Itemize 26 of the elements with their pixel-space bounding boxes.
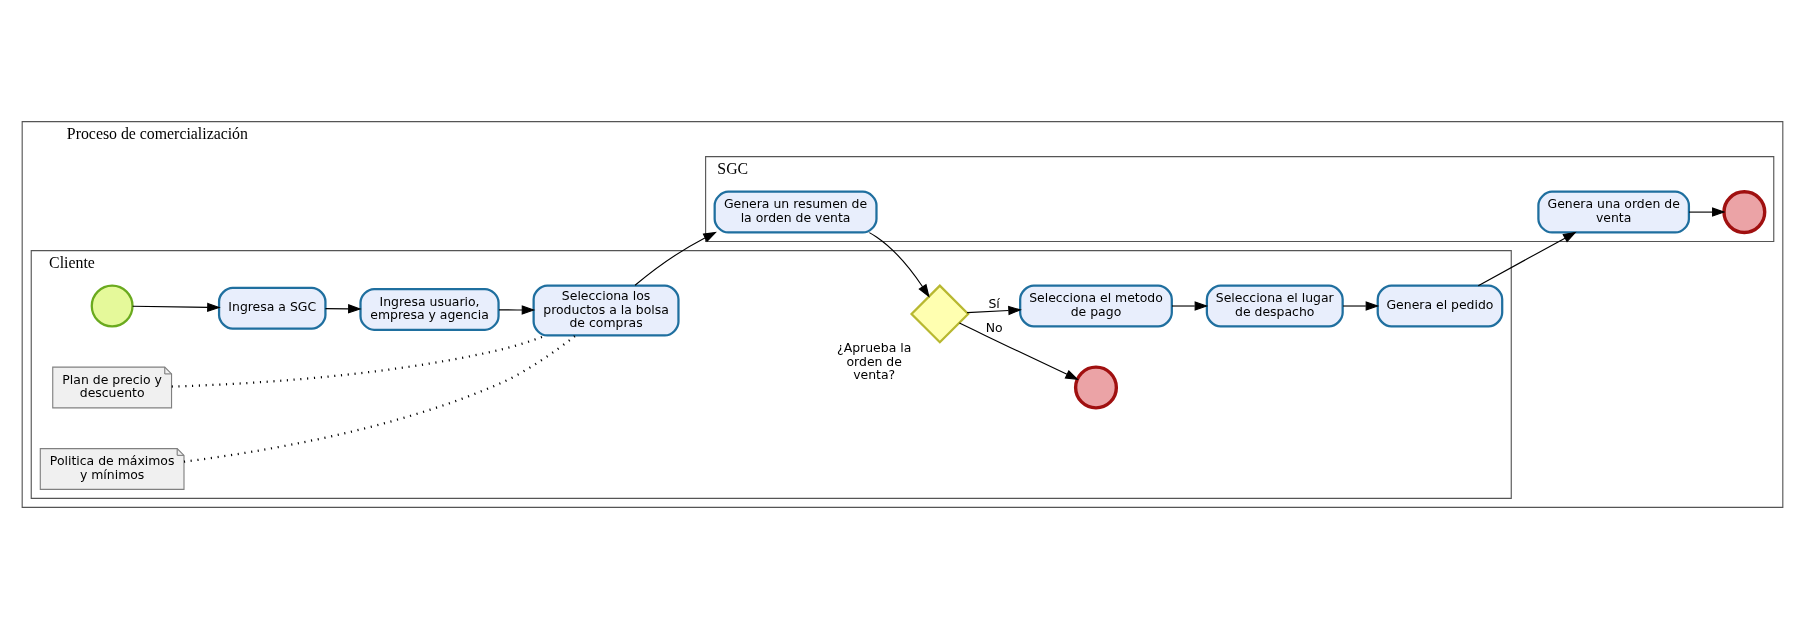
node-box: Ingresa usuario, empresa y agencia <box>359 287 500 331</box>
node-box: Genera una orden de venta <box>1537 190 1691 234</box>
arrow <box>324 303 362 314</box>
arrow <box>868 231 930 298</box>
node-label: ¿Aprueba la orden de venta? <box>837 339 912 382</box>
node-box: Selecciona los productos a la bolsa de compras <box>532 284 680 337</box>
node-circle <box>1073 364 1119 410</box>
edge-label: No <box>985 319 1003 335</box>
arrow <box>966 305 1022 315</box>
connector <box>183 334 577 463</box>
arrow <box>634 231 717 286</box>
node-circle <box>90 284 134 327</box>
node-box: Ingresa a SGC <box>217 286 327 330</box>
edge-label: Sí <box>988 295 1000 311</box>
arrow <box>958 321 1079 380</box>
arrow <box>1688 206 1726 217</box>
node-box: Genera un resumen de la orden de venta <box>713 190 878 234</box>
node-circle <box>1722 189 1767 234</box>
arrow <box>498 304 536 315</box>
arrow <box>132 302 221 312</box>
arrow <box>1477 231 1577 286</box>
node-box: Selecciona el metodo de pago <box>1019 284 1173 327</box>
arrow <box>1171 300 1209 311</box>
node-box: Selecciona el lugar de despacho <box>1205 284 1344 327</box>
node-box: Genera el pedido <box>1376 284 1504 327</box>
arrow <box>1342 300 1380 311</box>
